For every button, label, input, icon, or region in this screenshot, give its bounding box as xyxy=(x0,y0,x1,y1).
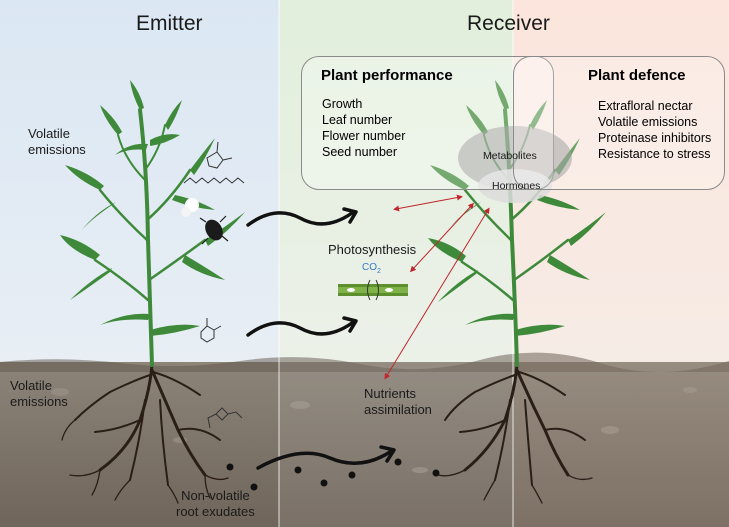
molecule-icon xyxy=(183,141,245,429)
emitter-roots xyxy=(61,363,229,504)
emitter-plant xyxy=(60,80,245,504)
airborne-arrow-lower xyxy=(246,321,354,337)
nonvolatile-line1: Non-volatile xyxy=(181,488,250,503)
hormones-ellipse xyxy=(478,169,552,203)
exudate-dots xyxy=(226,458,440,491)
emitter-title: Emitter xyxy=(136,12,203,35)
receiver-roots xyxy=(437,363,593,504)
nonvolatile-line2: root exudates xyxy=(176,503,255,519)
plant-defence-title: Plant defence xyxy=(588,67,686,84)
performance-item: Growth xyxy=(322,97,363,111)
volatile-top-line2: emissions xyxy=(28,141,86,157)
plant-defence-box: Plant defence Extrafloral nectar Volatil… xyxy=(513,56,725,190)
emitter-panel xyxy=(0,0,279,370)
interaction-arrows xyxy=(384,194,490,380)
defence-item: Proteinase inhibitors xyxy=(598,131,712,145)
nutrients-line1: Nutrients xyxy=(364,386,417,401)
performance-item: Flower number xyxy=(322,129,406,143)
co2-subscript: 2 xyxy=(377,268,381,275)
co2-label: CO2 xyxy=(362,262,381,276)
nutrients-assimilation-label: Nutrients assimilation xyxy=(364,386,432,417)
soil-stones xyxy=(51,387,697,473)
airborne-arrow-upper xyxy=(246,211,354,227)
hormones-label: Hormones xyxy=(492,180,541,192)
plant-defence-list: Extrafloral nectar Volatile emissions Pr… xyxy=(598,98,711,162)
volatile-emissions-label-root: Volatile emissions xyxy=(10,378,68,409)
volatile-root-line1: Volatile xyxy=(10,378,52,393)
soil-surface xyxy=(0,352,729,373)
volatile-emissions-label-top: Volatile emissions xyxy=(28,126,86,157)
defence-item: Volatile emissions xyxy=(598,115,698,129)
defence-item: Resistance to stress xyxy=(598,147,711,161)
soil-arrow xyxy=(256,450,392,470)
receiver-title: Receiver xyxy=(467,12,550,35)
emitter-leaves xyxy=(60,80,245,336)
co2-text: CO xyxy=(362,262,377,273)
plant-performance-title: Plant performance xyxy=(321,67,453,84)
volatile-root-line2: emissions xyxy=(10,393,68,409)
soil-layer xyxy=(0,362,729,527)
plant-performance-list: Growth Leaf number Flower number Seed nu… xyxy=(322,96,405,160)
flower-icon xyxy=(181,198,199,217)
plant-performance-box: Plant performance Growth Leaf number Flo… xyxy=(301,56,554,190)
leaf-section-icon xyxy=(338,279,408,301)
defence-item: Extrafloral nectar xyxy=(598,99,693,113)
beetle-icon xyxy=(199,215,229,245)
nonvolatile-exudates-label: Non-volatile root exudates xyxy=(176,488,255,519)
transfer-arrows xyxy=(246,207,396,470)
performance-item: Leaf number xyxy=(322,113,393,127)
performance-item: Seed number xyxy=(322,145,398,159)
photosynthesis-label: Photosynthesis xyxy=(328,242,417,257)
volatile-top-line1: Volatile xyxy=(28,126,70,141)
nutrients-line2: assimilation xyxy=(364,401,432,417)
metabolites-label: Metabolites xyxy=(483,150,537,162)
